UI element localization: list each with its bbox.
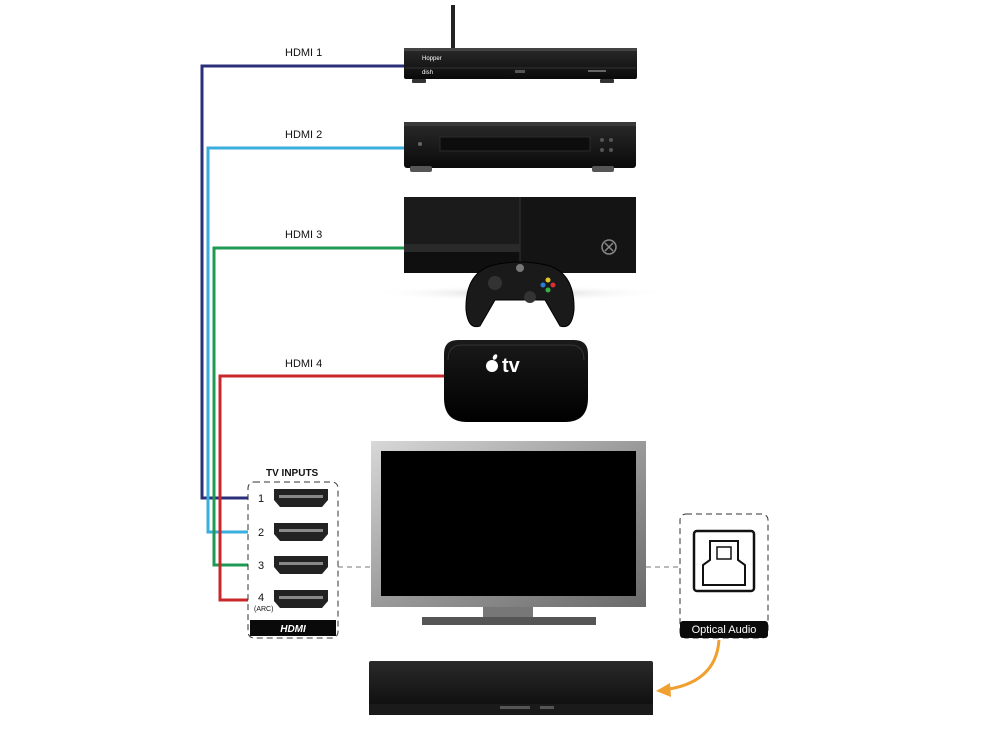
cable-hdmi-1 <box>200 64 404 500</box>
cable-label-hdmi-3: HDMI 3 <box>285 229 322 241</box>
cable-hdmi-4 <box>218 374 444 602</box>
hdmi-port-2-icon <box>274 523 328 541</box>
port-number-2: 2 <box>258 527 264 539</box>
cable-hdmi-2 <box>206 146 404 534</box>
apple-tv-body <box>444 340 588 422</box>
receiver-logo: Hopper <box>422 56 442 62</box>
cable-hdmi-3 <box>212 246 404 567</box>
apple-tv-logo-text: tv <box>502 355 521 377</box>
soundbar-body <box>369 661 653 715</box>
hdmi-port-1-icon <box>274 489 328 507</box>
apple-tv: tv <box>444 340 588 422</box>
hdmi-logo: HDMI <box>280 624 306 635</box>
satellite-receiver: Hopper dish <box>404 5 637 83</box>
apple-logo-icon <box>486 354 498 372</box>
cable-labels: HDMI 1 HDMI 2 HDMI 3 HDMI 4 <box>285 47 322 370</box>
optical-cable-arrow-icon <box>656 683 671 697</box>
game-controller <box>465 261 575 328</box>
optical-cable <box>661 639 721 692</box>
cable-label-hdmi-4: HDMI 4 <box>285 358 322 370</box>
hdmi-port-3-icon <box>274 556 328 574</box>
optical-port-icon <box>692 529 756 593</box>
antenna <box>451 5 455 51</box>
tv-inputs-title: TV INPUTS <box>266 468 319 479</box>
port-number-3: 3 <box>258 560 264 572</box>
television <box>371 441 646 625</box>
cable-label-hdmi-2: HDMI 2 <box>285 129 322 141</box>
tv-stand-base <box>422 617 596 625</box>
hdmi-logo-bar <box>250 620 336 636</box>
port-number-4: 4 <box>258 592 264 604</box>
bluray-player <box>404 122 636 172</box>
cable-label-hdmi-1: HDMI 1 <box>285 47 322 59</box>
port-number-1: 1 <box>258 493 264 505</box>
tv-stand-neck <box>483 607 533 619</box>
console-power-icon <box>601 239 617 255</box>
hdmi-port-4-icon <box>274 590 328 608</box>
optical-audio-panel: Optical Audio <box>679 513 769 639</box>
soundbar <box>369 661 653 715</box>
port-note-arc: (ARC) <box>254 606 273 613</box>
tv-screen <box>381 451 636 596</box>
optical-label: Optical Audio <box>692 624 757 636</box>
receiver-brand: dish <box>422 70 433 76</box>
hdmi-cables <box>200 64 444 602</box>
game-console <box>370 197 670 301</box>
tv-inputs-panel: TV INPUTS 1 2 3 4 (ARC) HDMI <box>247 468 339 639</box>
receiver-body <box>404 48 637 79</box>
optical-label-bar <box>680 621 768 638</box>
